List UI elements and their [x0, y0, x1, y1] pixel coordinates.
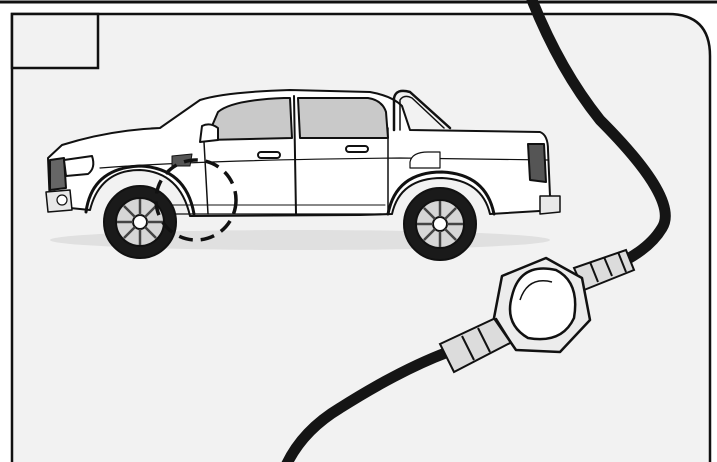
wiring-cable-lower [281, 346, 454, 462]
front-grille [49, 157, 67, 191]
rear-wheel [403, 187, 477, 261]
rear-door-handle [345, 145, 369, 153]
step-number-box [10, 12, 100, 70]
pickup-truck-illustration [45, 89, 561, 250]
hex-connector-plug [492, 256, 592, 354]
front-wheel [103, 185, 177, 259]
headlight [63, 155, 95, 177]
rear-window [297, 97, 389, 139]
upper-connector-sleeve [572, 248, 636, 292]
front-door-handle [257, 151, 281, 159]
tail-light [527, 143, 547, 183]
wiring-cable-upper [526, 0, 671, 268]
roll-bar [392, 89, 452, 132]
side-mirror [199, 123, 219, 143]
dashed-circle-callout [154, 158, 238, 242]
front-window [205, 97, 293, 141]
